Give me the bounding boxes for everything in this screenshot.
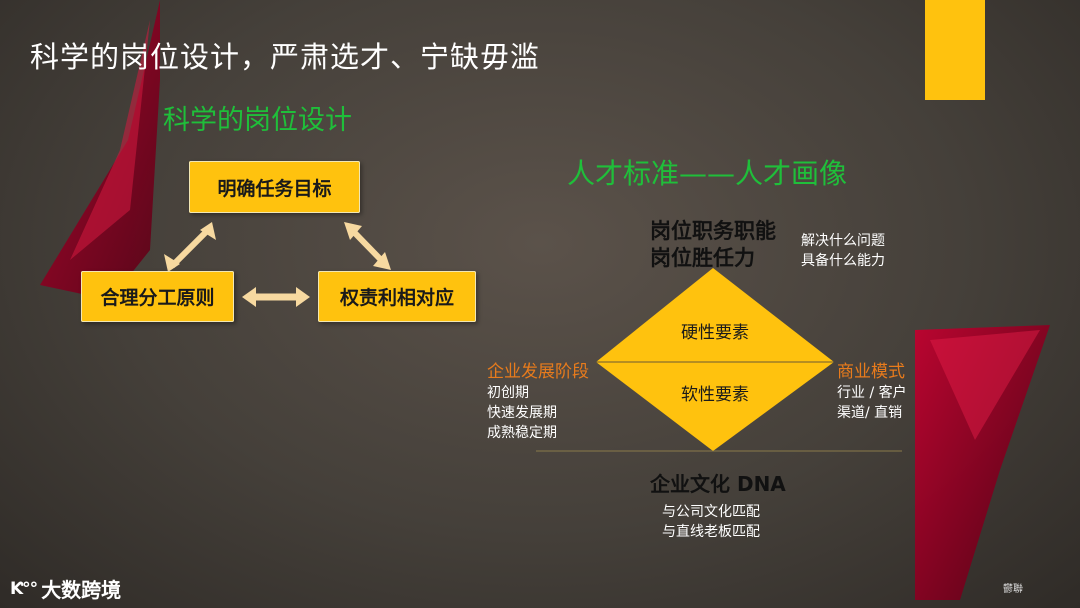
box-task-goal: 明确任务目标 [189,161,360,213]
business-model-notes: 行业 / 客户 渠道/ 直销 [837,383,907,423]
culture-dna-notes: 与公司文化匹配 与直线老板匹配 [662,502,760,542]
arrow-bottom [242,287,310,307]
corner-watermark: 鬱聯 [1003,580,1023,595]
top-notes: 解决什么问题 具备什么能力 [801,231,885,271]
arrow-top-left [164,222,216,272]
brand-logo-text: 大数跨境 [41,574,121,603]
development-stage-label: 企业发展阶段 [487,357,589,382]
stage-startup: 初创期 [487,383,557,403]
culture-note-1: 与公司文化匹配 [662,502,760,522]
top-note-2: 具备什么能力 [801,251,885,271]
culture-dna-heading: 企业文化 DNA [650,468,786,497]
competency-line: 岗位胜任力 [650,245,776,272]
stage-growth: 快速发展期 [487,403,557,423]
right-section-heading: 人才标准——人才画像 [567,152,847,192]
job-function-heading: 岗位职务职能 岗位胜任力 [650,218,776,272]
box-rights-responsibilities: 权责利相对应 [318,271,476,322]
brand-logo-icon: Ƙ°° [10,579,37,599]
job-function-line: 岗位职务职能 [650,218,776,245]
top-note-1: 解决什么问题 [801,231,885,251]
diamond-shape [596,268,834,451]
business-note-1: 行业 / 客户 [837,383,907,403]
brand-logo: Ƙ°° 大数跨境 [10,574,121,603]
box-division-principle: 合理分工原则 [81,271,234,322]
business-model-label: 商业模式 [837,357,905,382]
business-note-2: 渠道/ 直销 [837,403,907,423]
stage-mature: 成熟稳定期 [487,423,557,443]
slide-title: 科学的岗位设计，严肃选才、宁缺毋滥 [30,34,540,76]
corner-accent-bar [925,0,985,100]
arrow-top-right [344,222,391,270]
left-section-heading: 科学的岗位设计 [163,98,352,137]
development-stage-notes: 初创期 快速发展期 成熟稳定期 [487,383,557,443]
culture-note-2: 与直线老板匹配 [662,522,760,542]
